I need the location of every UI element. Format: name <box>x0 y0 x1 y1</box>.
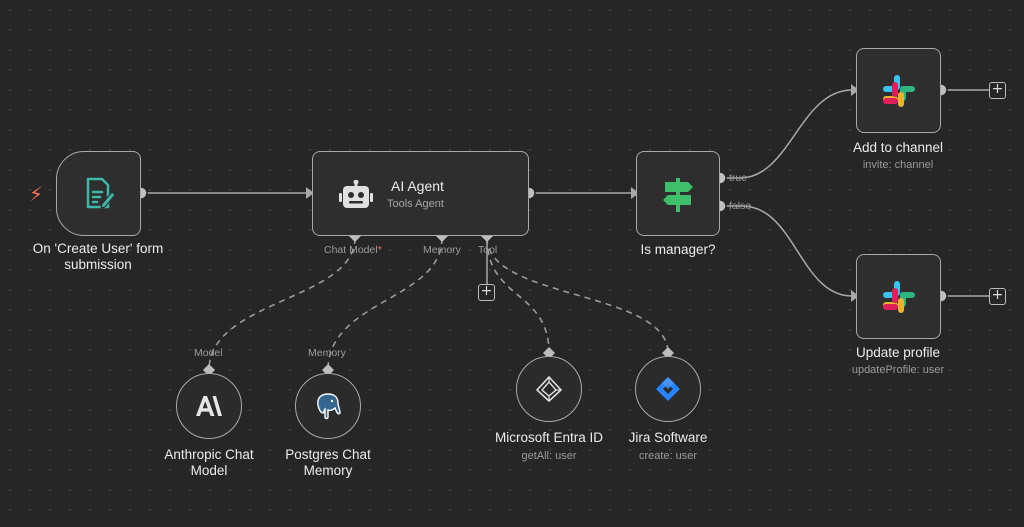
true-port-label: true <box>729 172 748 184</box>
agent-node-subtitle: Tools Agent <box>387 198 444 210</box>
add-after-channel-button[interactable]: + <box>989 82 1006 99</box>
arrow-update-profile-input <box>851 290 859 302</box>
jira-node-title: Jira Software <box>628 430 708 445</box>
form-edit-icon <box>82 176 116 212</box>
tool-port-label: Tool <box>478 244 498 256</box>
false-port-label: false <box>729 200 752 212</box>
anthropic-node-title: Anthropic Chat Model <box>164 447 254 478</box>
wire-false-update-profile <box>722 205 853 297</box>
wire-chat-model <box>208 237 356 371</box>
chat-model-port-label: Chat Model* <box>324 244 382 256</box>
memory-port-label: Memory <box>423 244 461 256</box>
add-after-profile-button[interactable]: + <box>989 288 1006 305</box>
trigger-node-title: On 'Create User' form submission <box>32 241 164 272</box>
jira-software-node[interactable] <box>635 356 701 422</box>
add-to-channel-node[interactable] <box>856 48 941 133</box>
anthropic-icon <box>196 396 222 416</box>
microsoft-entra-id-node[interactable] <box>516 356 582 422</box>
slack-icon <box>881 73 917 109</box>
add-tool-button[interactable]: + <box>478 284 495 301</box>
arrow-add-channel-input <box>851 84 859 96</box>
jira-icon <box>655 376 681 402</box>
wire-tool-jira <box>486 237 669 354</box>
arrow-agent-input <box>306 187 314 199</box>
update-profile-node-subtitle: updateProfile: user <box>851 364 945 376</box>
update-profile-node[interactable] <box>856 254 941 339</box>
anthropic-chat-model-node[interactable] <box>176 373 242 439</box>
if-node-title: Is manager? <box>640 242 716 257</box>
add-channel-node-subtitle: invite: channel <box>862 159 934 171</box>
form-trigger-node[interactable] <box>56 151 141 236</box>
jira-node-subtitle: create: user <box>638 450 698 462</box>
ai-agent-node[interactable]: AI Agent Tools Agent <box>312 151 529 236</box>
agent-node-title: AI Agent <box>391 178 444 194</box>
entra-node-title: Microsoft Entra ID <box>494 430 604 445</box>
if-node[interactable] <box>636 151 720 236</box>
signpost-icon <box>661 176 695 212</box>
robot-icon <box>339 179 373 215</box>
arrow-if-input <box>631 187 639 199</box>
entra-id-icon <box>535 375 563 403</box>
slack-icon <box>881 279 917 315</box>
postgres-elephant-icon <box>313 391 343 421</box>
wire-tool-entra <box>486 237 550 354</box>
update-profile-node-title: Update profile <box>855 345 941 360</box>
wire-true-add-channel <box>722 89 853 179</box>
entra-node-subtitle: getAll: user <box>521 450 577 462</box>
memory-input-label: Memory <box>308 347 346 359</box>
model-input-label: Model <box>194 347 223 359</box>
wire-memory <box>327 237 443 371</box>
postgres-chat-memory-node[interactable] <box>295 373 361 439</box>
add-channel-node-title: Add to channel <box>852 140 944 155</box>
postgres-node-title: Postgres Chat Memory <box>285 447 371 478</box>
lightning-bolt-icon: ⚡ <box>29 182 44 206</box>
